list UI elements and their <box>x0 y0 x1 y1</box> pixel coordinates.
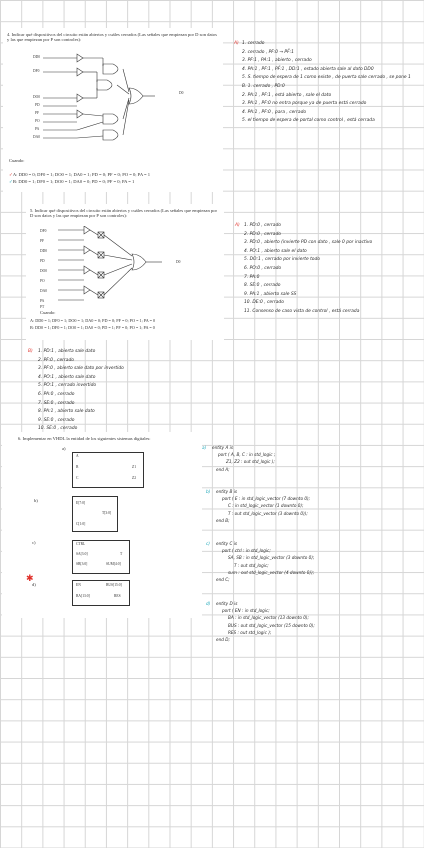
q4-case-a-mark-icon: ✓ <box>9 172 13 177</box>
q5-number: 5. <box>30 208 34 213</box>
q6-number: 6. <box>18 436 22 441</box>
q4-sheet: 4. Indicar qué dispositivos del circuito… <box>3 28 223 192</box>
q6-c-in-sa: SA[3:0] <box>76 552 88 556</box>
q6-a-block <box>72 452 144 488</box>
q5-signal-do0: DO0 <box>40 269 47 273</box>
q4-output-d0: D0 <box>179 91 184 95</box>
q6-d-out-bus: BUS[15:0] <box>106 583 122 587</box>
q6-b-in-e: E[7:0] <box>76 501 86 505</box>
q5-signal-po: PO <box>40 279 45 283</box>
q6-c-out-sum: SUM[4:0] <box>106 562 121 566</box>
q6-c-block <box>72 540 130 574</box>
q5-answers-a: A) 1. PD:0 , cerrado 2. PD:0 , cerrado 3… <box>235 223 373 314</box>
q4-signal-pf: PF <box>35 111 39 115</box>
q6-text: Implementar en VHDL la entidad de los si… <box>22 436 151 441</box>
q6-answer-a: a) entity A is port ( A, B, C : in std_l… <box>202 445 276 472</box>
q6-c-label: c) <box>32 540 36 545</box>
q5-case-b: B: DD0 = 1; DF0 = 1; DO0 = 1; DA0 = 0; P… <box>30 325 155 330</box>
q4-answers: A) 1. cerrado 2. cerrado , PF:0 → PF̄:1 … <box>234 41 411 124</box>
q5-signal-pd: PD <box>40 259 45 263</box>
q4-text: Indicar qué dispositivos del circuito es… <box>7 32 217 43</box>
q4-signal-do0: DO0 <box>33 95 40 99</box>
q6-b-in-c: C[1:0] <box>76 522 86 526</box>
q6-sheet: 6. Implementar en VHDL la entidad de los… <box>2 432 202 618</box>
q5-signal-pf: PF <box>40 239 44 243</box>
q5-answer-a-label: A) <box>235 223 240 228</box>
q4-signal-po: PO <box>35 119 40 123</box>
q4-answer-a-label: A) <box>234 41 239 46</box>
q5-signal-dd0: DD0 <box>40 249 47 253</box>
q6-a-out-z2: Z2 <box>132 476 136 480</box>
q6-d-star-icon: ✱ <box>26 573 34 583</box>
q4-case-b: ✓B: DD0 = 1; DF0 = 1; DO0 = 1; DA0 = 0; … <box>9 179 135 184</box>
q6-a-label: a) <box>62 446 66 451</box>
q6-answer-c: c) entity C is port ( ctrl : in std_logi… <box>206 541 315 583</box>
q5-cuando: Cuando: <box>40 310 56 315</box>
q4-case-a: ✓A: DD0 = 0; DF0 = 1; DO0 = 1; DA0 = 1; … <box>9 172 151 177</box>
q6-c-out-t: T <box>120 552 123 556</box>
q4-signal-df0: DF0 <box>33 69 40 73</box>
q6-b-block <box>72 496 118 532</box>
q6-b-label: b) <box>34 498 38 503</box>
q4-circuit-diagram <box>43 53 155 141</box>
q5-answers-b: B) 1. PD:1 , abierta sale dato 2. PF:0 ,… <box>28 349 124 432</box>
q6-b-out-t: T[3:0] <box>102 511 112 515</box>
q6-d-block <box>72 580 130 606</box>
q5-signal-pt: PT <box>40 305 45 309</box>
q6-c-in-sb: SB[3:0] <box>76 562 88 566</box>
q5-output-d0: D0 <box>176 260 181 264</box>
q4-signal-dd0: DD0 <box>33 55 40 59</box>
q4-number: 4. <box>7 32 11 37</box>
q4-signal-pa: PA <box>35 127 40 131</box>
q6-a-in-a: A <box>76 454 79 458</box>
q6-answer-b: b) entity B is port ( E : in std_logic_v… <box>206 489 311 523</box>
q4-case-b-mark-icon: ✓ <box>9 179 13 184</box>
q6-d-in-en: EN <box>76 583 81 587</box>
q5-text: Indicar qué dispositivos del circuito es… <box>30 208 218 219</box>
q5-case-a: A: DD0 = 1; DF0 = 1; DO0 = 1; DA0 = 0; P… <box>30 318 156 323</box>
q6-d-out-res: RES <box>114 594 121 598</box>
q5-signal-df0: DF0 <box>40 229 47 233</box>
q4-signal-da0: DA0 <box>33 135 40 139</box>
q6-question: 6. Implementar en VHDL la entidad de los… <box>18 436 151 441</box>
q5-signal-pa: PA <box>40 299 45 303</box>
q6-a-in-b: B <box>76 465 79 469</box>
q5-question: 5. Indicar qué dispositivos del circuito… <box>30 208 220 218</box>
q4-question: 4. Indicar qué dispositivos del circuito… <box>7 32 219 42</box>
q6-d-label: d) <box>32 582 36 587</box>
q4-signal-pd: PD <box>35 103 40 107</box>
q6-c-in-ctrl: CTRL <box>76 542 86 546</box>
q6-answer-d: d) entity D is port ( EN : in std_logic;… <box>206 601 315 643</box>
q6-d-in-ba: BA[13:0] <box>76 594 90 598</box>
q4-cuando: Cuando: <box>9 158 25 163</box>
q5-signal-da0: DA0 <box>40 289 47 293</box>
q5-answer-b-label: B) <box>28 349 33 354</box>
q5-circuit-diagram <box>58 226 162 301</box>
q6-a-in-c: C <box>76 476 79 480</box>
q6-a-out-z1: Z1 <box>132 465 136 469</box>
q5-sheet: 5. Indicar qué dispositivos del circuito… <box>26 204 224 340</box>
